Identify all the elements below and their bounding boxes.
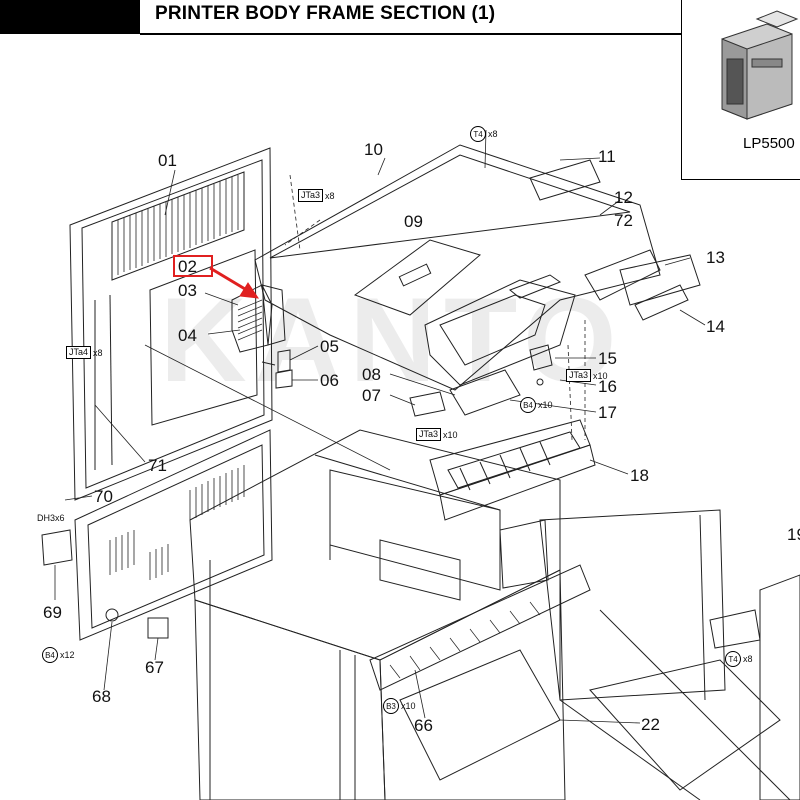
highlight-arrow bbox=[209, 266, 260, 299]
fastener-t4-right: T4 x8 bbox=[725, 651, 753, 667]
screw-circle-icon: B4 bbox=[520, 397, 536, 413]
part-label-16[interactable]: 16 bbox=[598, 377, 617, 396]
fastener-b4-mid: B4 x10 bbox=[520, 397, 553, 413]
part-label-05[interactable]: 05 bbox=[320, 337, 339, 356]
part-label-12[interactable]: 12 bbox=[614, 188, 633, 207]
part-label-18[interactable]: 18 bbox=[630, 466, 649, 485]
part-label-02[interactable]: 02 bbox=[178, 257, 197, 276]
part-label-14[interactable]: 14 bbox=[706, 317, 725, 336]
part-label-66[interactable]: 66 bbox=[414, 716, 433, 735]
screw-circle-icon: T4 bbox=[470, 126, 486, 142]
main-frame-body bbox=[189, 429, 791, 800]
printer-thumbnail-image bbox=[721, 10, 799, 120]
fastener-t4-top: T4 x8 bbox=[470, 126, 498, 142]
fastener-jta3-mid: JTa3 x10 bbox=[566, 369, 608, 382]
part-label-17[interactable]: 17 bbox=[598, 403, 617, 422]
model-thumbnail-box bbox=[681, 0, 800, 180]
part-label-72[interactable]: 72 bbox=[614, 211, 633, 230]
part-label-03[interactable]: 03 bbox=[178, 281, 197, 300]
part-label-01[interactable]: 01 bbox=[158, 151, 177, 170]
header-rule bbox=[140, 33, 682, 35]
part-label-11[interactable]: 11 bbox=[598, 147, 616, 166]
part-label-68[interactable]: 68 bbox=[92, 687, 111, 706]
part-label-71[interactable]: 71 bbox=[148, 456, 167, 475]
part-label-08[interactable]: 08 bbox=[362, 365, 381, 384]
part-label-19[interactable]: 19 bbox=[787, 525, 800, 544]
fastener-dh3: DH3x6 bbox=[37, 513, 65, 523]
part-label-69[interactable]: 69 bbox=[43, 603, 62, 622]
fastener-b3: B3 x10 bbox=[383, 698, 416, 714]
screw-circle-icon: B4 bbox=[42, 647, 58, 663]
page-title: PRINTER BODY FRAME SECTION (1) bbox=[155, 3, 496, 24]
part-label-22[interactable]: 22 bbox=[641, 715, 660, 734]
part-label-10[interactable]: 10 bbox=[364, 140, 383, 159]
highlight-box-02 bbox=[173, 255, 213, 277]
screw-circle-icon: B3 bbox=[383, 698, 399, 714]
part-label-70[interactable]: 70 bbox=[94, 487, 113, 506]
part-label-09[interactable]: 09 bbox=[404, 212, 423, 231]
part-label-04[interactable]: 04 bbox=[178, 326, 197, 345]
part-label-15[interactable]: 15 bbox=[598, 349, 617, 368]
fastener-jta4: JTa4 x8 bbox=[66, 346, 103, 359]
fastener-jta3-top: JTa3 x8 bbox=[298, 189, 335, 202]
top-cover-10 bbox=[254, 144, 661, 391]
fastener-jta3-low: JTa3 x10 bbox=[416, 428, 458, 441]
part-label-06[interactable]: 06 bbox=[320, 371, 339, 390]
part-label-13[interactable]: 13 bbox=[706, 248, 725, 267]
model-label: LP5500 bbox=[743, 135, 795, 152]
side-panel-01 bbox=[69, 147, 273, 501]
front-tray-18 bbox=[429, 419, 596, 521]
part-label-67[interactable]: 67 bbox=[145, 658, 164, 677]
screw-circle-icon: T4 bbox=[725, 651, 741, 667]
part-label-07[interactable]: 07 bbox=[362, 386, 381, 405]
header-black-block bbox=[0, 0, 140, 34]
fastener-b4-low: B4 x12 bbox=[42, 647, 75, 663]
side-panel-lower bbox=[41, 429, 273, 641]
